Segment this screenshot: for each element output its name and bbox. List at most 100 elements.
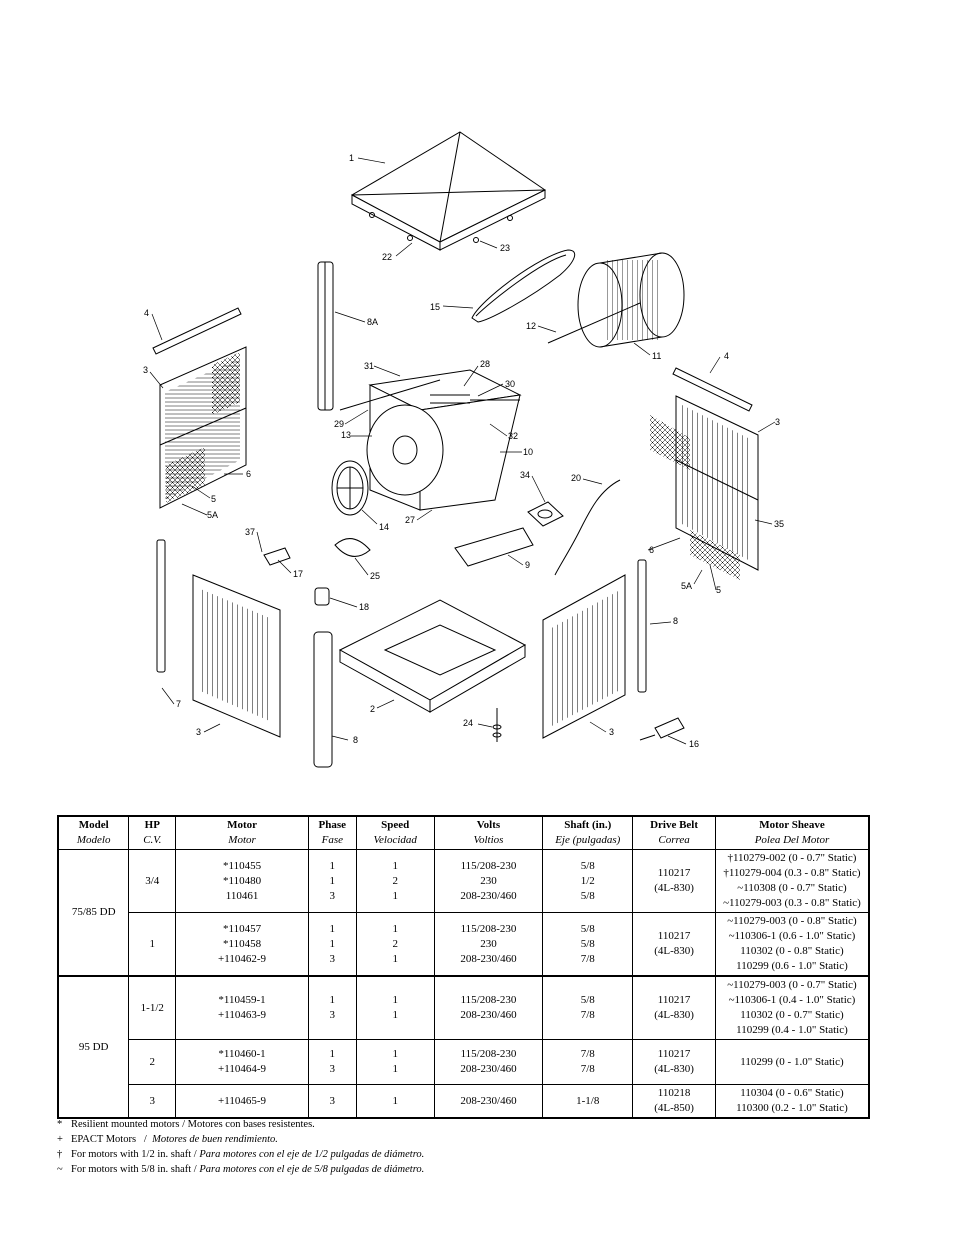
callout-5a-left: 5A (207, 510, 218, 520)
callout-17: 17 (293, 569, 303, 579)
hp-cell: 2 (128, 1039, 177, 1085)
hp-cell: 3 (128, 1084, 177, 1119)
corner-post-8a-part (317, 261, 334, 411)
blower-wheel-part (547, 252, 685, 348)
callout-31: 31 (364, 361, 374, 371)
power-cord-part (554, 479, 621, 576)
belt-cell: 110217(4L-830) (632, 975, 716, 1040)
sheave-cell: ~110279-003 (0 - 0.7" Static)~110306-1 (… (714, 975, 870, 1040)
callout-10: 10 (523, 447, 533, 457)
callout-9: 9 (525, 560, 530, 570)
motor-cell: *110460-1+110464-9 (175, 1039, 309, 1085)
sheave-cell: 110304 (0 - 0.6" Static)110300 (0.2 - 1.… (714, 1084, 870, 1119)
drain-fitting-part (492, 708, 502, 742)
callout-14: 14 (379, 522, 389, 532)
callout-30: 30 (505, 379, 515, 389)
top-rail-left-part (152, 307, 242, 355)
callout-3-right-top: 3 (775, 417, 780, 427)
left-media-panel-part (159, 346, 247, 509)
hp-cell: 3/4 (128, 849, 177, 913)
callout-8-bottom: 8 (353, 735, 358, 745)
drive-belt-part (471, 249, 576, 323)
callout-34: 34 (520, 470, 530, 480)
footnote-epact: +EPACT Motors / Motores de buen rendimie… (57, 1134, 278, 1145)
callout-2: 2 (370, 704, 375, 714)
callout-6-right: 6 (649, 545, 654, 555)
callout-5a-right: 5A (681, 581, 692, 591)
half-disk-part (334, 538, 371, 557)
callout-8-right: 8 (673, 616, 678, 626)
callout-5-left: 5 (211, 494, 216, 504)
callout-32: 32 (508, 431, 518, 441)
exploded-parts-diagram: 1 22 23 15 12 11 4 8A 4 3 31 28 30 29 13… (143, 131, 784, 768)
header-shaft: Shaft (in.)Eje (pulgadas) (542, 815, 634, 850)
access-plate-part (527, 501, 564, 527)
hp-cell: 1-1/2 (128, 975, 177, 1040)
footnote-half-inch-shaft: †For motors with 1/2 in. shaft / Para mo… (57, 1149, 425, 1160)
top-rail-right-part (672, 367, 753, 412)
sheave-cell: 110299 (0 - 1.0" Static) (714, 1039, 870, 1085)
callout-3-left-bottom: 3 (196, 727, 201, 737)
callout-labels: 1 22 23 15 12 11 4 8A 4 3 31 28 30 29 13… (143, 153, 784, 749)
callout-13: 13 (341, 430, 351, 440)
leader-lines (149, 157, 776, 745)
corner-strip-right-part (637, 559, 647, 693)
callout-4-right: 4 (724, 351, 729, 361)
table-footnotes: *Resilient mounted motors / Motores con … (57, 1117, 424, 1177)
footnote-resilient: *Resilient mounted motors / Motores con … (57, 1119, 315, 1130)
callout-4-left: 4 (144, 308, 149, 318)
callout-25: 25 (370, 571, 380, 581)
model-cell: 75/85 DD (57, 849, 130, 977)
callout-11: 11 (652, 351, 661, 361)
bracket-part (263, 547, 291, 566)
cover-plate-part (454, 527, 534, 567)
callout-7: 7 (176, 699, 181, 709)
phase-cell: 3 (307, 1084, 357, 1119)
switch-box-part (639, 717, 685, 741)
sheave-cell: ~110279-003 (0 - 0.8" Static)~110306-1 (… (714, 912, 870, 977)
callout-20: 20 (571, 473, 581, 483)
float-part (314, 587, 330, 606)
callout-35: 35 (774, 519, 784, 529)
belt-cell: 110217(4L-830) (632, 912, 716, 977)
callout-15: 15 (430, 302, 440, 312)
callout-6-left: 6 (246, 469, 251, 479)
footnote-five-eighths-shaft: ~For motors with 5/8 in. shaft / Para mo… (57, 1164, 425, 1175)
callout-1: 1 (349, 153, 354, 163)
lower-left-louver-panel-part (192, 574, 281, 738)
callout-12: 12 (526, 321, 536, 331)
callout-22: 22 (382, 252, 392, 262)
corner-post-8-part (313, 631, 333, 768)
callout-18: 18 (359, 602, 369, 612)
speed-cell: 1 (355, 1084, 435, 1119)
base-pan-part (338, 599, 527, 713)
top-cover-part (350, 131, 546, 251)
